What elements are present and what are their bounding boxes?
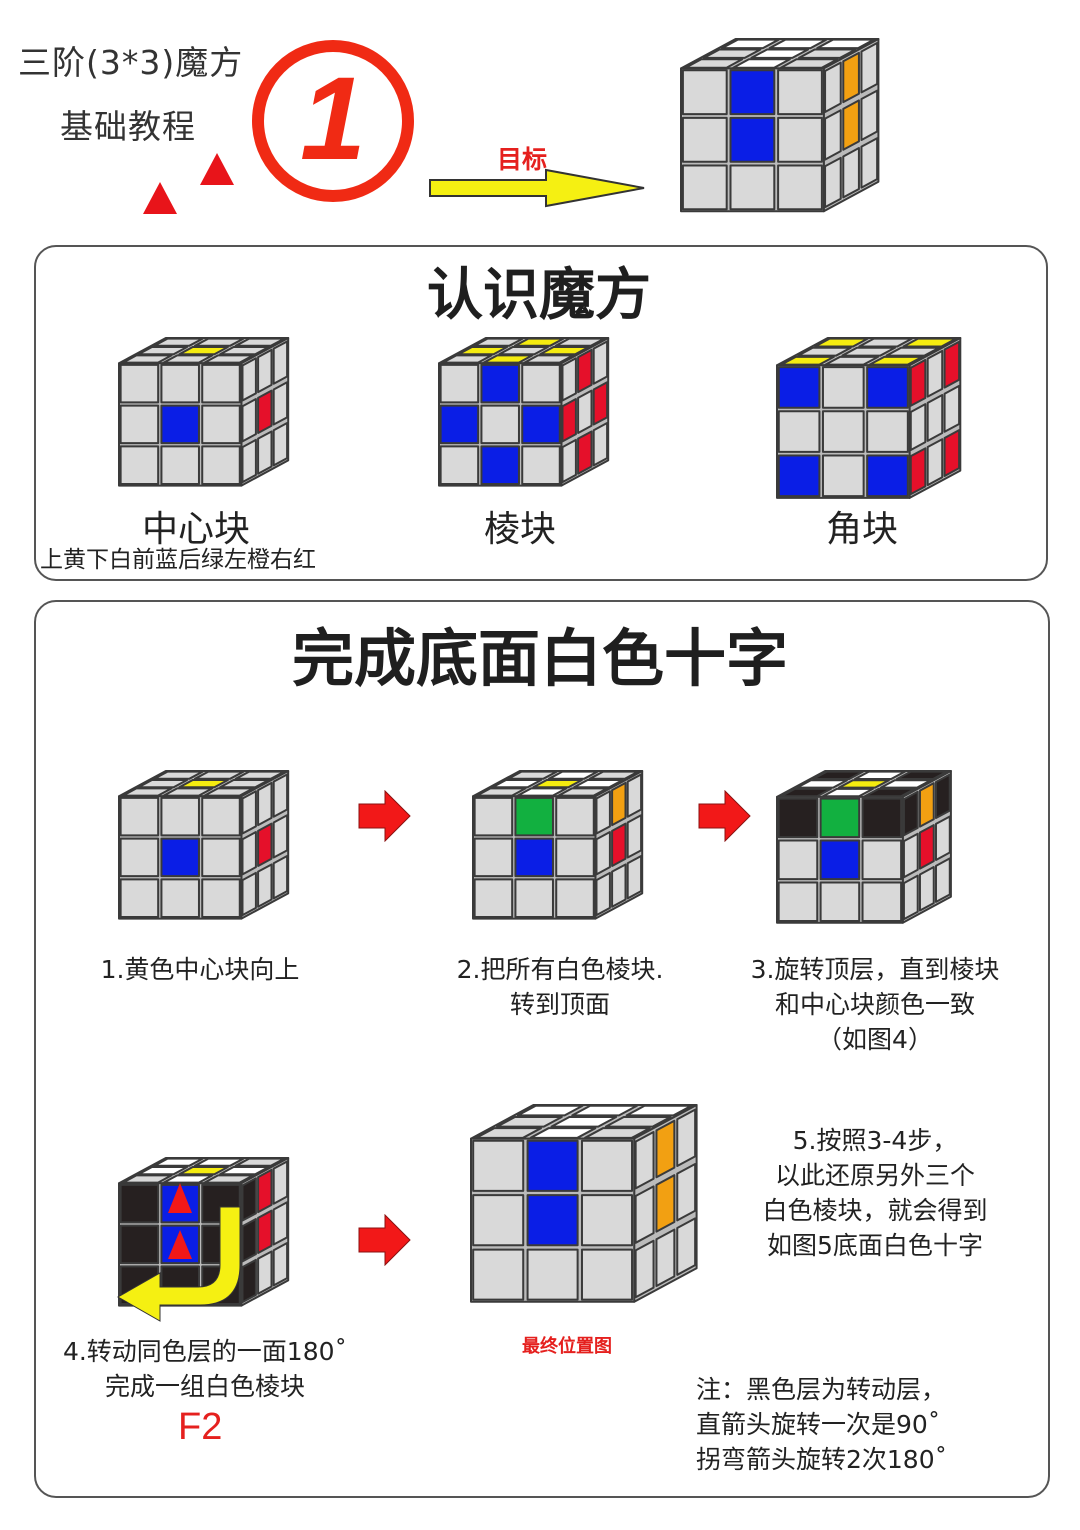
edge-piece-label: 棱块 <box>483 509 556 550</box>
step3-line: （如图4） <box>817 1025 933 1054</box>
step3-line: 3.旋转顶层，直到棱块 <box>750 955 1000 984</box>
note-text: 注：黑色层为转动层， 直箭头旋转一次是90˚ 拐弯箭头旋转2次180˚ <box>696 1372 1016 1477</box>
note-line: 注：黑色层为转动层， <box>696 1375 947 1404</box>
step1-line: 1.黄色中心块向上 <box>100 955 300 984</box>
step2-text: 2.把所有白色棱块. 转到顶面 <box>420 952 700 1022</box>
step5-line: 以此还原另外三个 <box>774 1161 975 1190</box>
note-line: 直箭头旋转一次是90˚ <box>696 1410 941 1439</box>
center-piece-label: 中心块 <box>141 509 250 550</box>
triangle-decoration-icon <box>143 182 177 214</box>
note-line: 拐弯箭头旋转2次180˚ <box>696 1445 948 1474</box>
up-triangle-icon <box>168 1230 192 1259</box>
tutorial-subtitle: 基础教程 <box>60 107 196 146</box>
tutorial-title: 三阶(3*3)魔方 <box>18 43 244 82</box>
center-piece-cube <box>116 335 291 493</box>
center-piece-color-scheme: 上黄下白前蓝后绿左橙右红 <box>40 547 316 573</box>
yellow-arrow-right-icon <box>429 168 645 208</box>
chapter-number-badge: 1 <box>252 40 414 202</box>
step3-line: 和中心块颜色一致 <box>774 990 975 1019</box>
triangle-decoration-icon <box>200 153 234 185</box>
red-arrow-right-icon <box>358 790 411 842</box>
step3-cube <box>774 768 954 930</box>
step4-text: 4.转动同色层的一面180˚ 完成一组白色棱块 <box>30 1334 380 1404</box>
final-position-cube <box>468 1102 700 1309</box>
final-position-caption: 最终位置图 <box>522 1336 612 1357</box>
curved-arrow-icon <box>116 1206 241 1322</box>
corner-piece-cube <box>774 335 963 505</box>
move-notation: F2 <box>178 1406 223 1448</box>
step1-cube <box>116 768 291 926</box>
white-cross-title: 完成底面白色十字 <box>291 622 788 695</box>
step4-line: 完成一组白色棱块 <box>104 1372 305 1401</box>
step4-line: 4.转动同色层的一面180˚ <box>62 1337 348 1366</box>
edge-piece-cube <box>436 335 611 493</box>
step4-cube <box>116 1155 291 1313</box>
step1-text: 1.黄色中心块向上 <box>60 952 340 987</box>
white-cross-panel <box>34 600 1050 1498</box>
know-cube-title: 认识魔方 <box>427 263 651 328</box>
red-arrow-right-icon <box>698 790 751 842</box>
step5-line: 5.按照3-4步， <box>792 1126 958 1155</box>
step5-text: 5.按照3-4步， 以此还原另外三个 白色棱块，就会得到 如图5底面白色十字 <box>720 1123 1030 1263</box>
chapter-number: 1 <box>300 53 366 185</box>
step2-line: 2.把所有白色棱块. <box>456 955 664 984</box>
goal-cube <box>678 36 881 218</box>
step4-move-overlay <box>116 1183 241 1322</box>
goal-label: 目标 <box>497 145 548 174</box>
corner-piece-label: 角块 <box>825 509 898 550</box>
step5-line: 如图5底面白色十字 <box>767 1231 983 1260</box>
step2-line: 转到顶面 <box>509 990 610 1019</box>
red-arrow-right-icon <box>358 1214 411 1266</box>
step3-text: 3.旋转顶层，直到棱块 和中心块颜色一致 （如图4） <box>715 952 1035 1057</box>
up-triangle-icon <box>168 1183 192 1213</box>
step2-cube <box>470 768 645 926</box>
step5-line: 白色棱块，就会得到 <box>762 1196 988 1225</box>
